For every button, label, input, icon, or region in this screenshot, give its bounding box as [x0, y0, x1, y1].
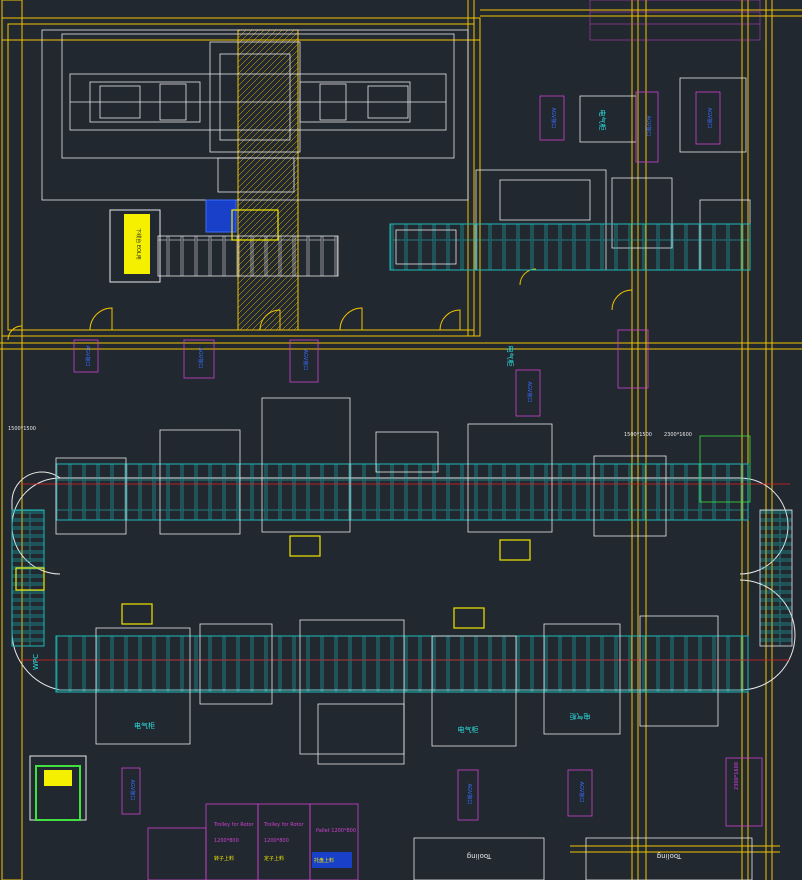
cabinet-label-2: 电气柜 — [134, 721, 155, 730]
tag-label-6: AGV接口 — [645, 116, 652, 137]
tag-boxes — [73, 91, 763, 827]
green-fixture — [29, 755, 87, 821]
top-right-grid — [589, 0, 761, 41]
annotations: WPC 1500*1500 1500*1500 2300*1600 2300*1… — [8, 426, 740, 790]
cabinet-label-5: 电气柜 — [506, 346, 515, 367]
tag-label-1: AGV接口 — [84, 346, 91, 367]
size-label-d: 2300*1600 — [664, 432, 692, 438]
tag-label-5: AGV接口 — [550, 108, 557, 129]
tag-label-7: AGV接口 — [706, 108, 713, 129]
upper-conveyor — [389, 223, 751, 271]
trolley-b-size: 1200*800 — [264, 838, 289, 844]
top-transfer-conveyor — [157, 235, 339, 277]
trolley-b-cn: 定子上料 — [264, 855, 284, 862]
cabinet-label-1: 电气柜 — [598, 110, 607, 131]
door-swings — [7, 268, 633, 341]
cabinet-label-3: 电气柜 — [458, 725, 479, 734]
trolley-a-size: 1200*800 — [214, 838, 239, 844]
tag-labels: AGV接口 AGV接口 AGV接口 AGV接口 AGV接口 AGV接口 AGV接… — [84, 108, 713, 805]
tag-label-10: AGV接口 — [578, 782, 585, 803]
pallet-cn: 托盘上料 — [314, 857, 334, 864]
tag-label-9: AGV接口 — [466, 784, 473, 805]
tag-label-3: AGV接口 — [302, 350, 309, 371]
size-label-b: 1500*1500 — [624, 432, 652, 438]
tag-label-8: AGV接口 — [129, 780, 136, 801]
blue-fixture — [205, 199, 237, 233]
yellow-grippers — [15, 209, 531, 629]
trolley-area — [147, 803, 359, 880]
upper-line-stations — [55, 397, 751, 537]
eol-label: 下线台 EOL用 — [135, 228, 142, 259]
tag-label-2: AGV接口 — [197, 348, 204, 369]
main-loop-conveyor — [11, 463, 796, 693]
tooling-label-b: Tooling — [657, 852, 682, 860]
size-label-a: 1500*1500 — [8, 426, 36, 432]
trolley-a-title: Trolley for Rotor — [213, 822, 255, 828]
trolley-labels: Trolley for Rotor 1200*800 转子上料 Trolley … — [213, 822, 356, 868]
trolley-b-title: Trolley for Rotor — [263, 822, 305, 828]
tooling-boxes: Tooling Tooling — [413, 837, 753, 880]
cabinets: 电气柜 电气柜 电气柜 电气柜 电气柜 — [134, 110, 607, 735]
tag-label-4: AGV接口 — [526, 382, 533, 403]
pallet-title: Pallet 1200*800 — [316, 828, 356, 834]
lower-line-stations — [95, 615, 719, 765]
trolley-a-cn: 转子上料 — [214, 855, 234, 862]
cabinet-label-4: 电气柜 — [570, 712, 591, 721]
wpc-label: WPC — [32, 654, 40, 670]
top-machine — [41, 29, 469, 201]
tooling-label-a: Tooling — [467, 852, 492, 860]
size-label-c: 2300*1600 — [734, 762, 740, 790]
eol-station: 下线台 EOL用 — [109, 209, 161, 283]
